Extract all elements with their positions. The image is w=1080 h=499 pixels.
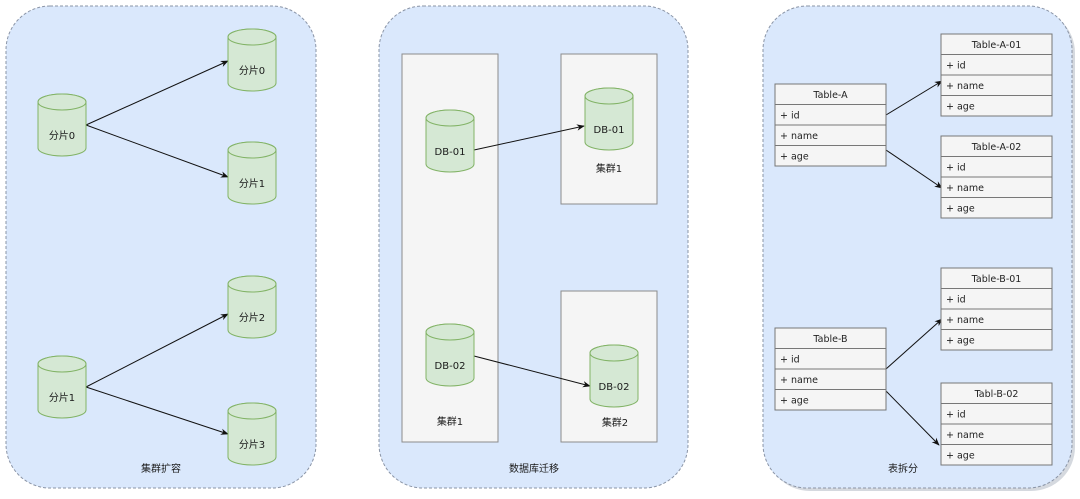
cylinder-top <box>37 93 87 111</box>
table-name: Table-A <box>812 90 848 101</box>
cylinder-label: DB-01 <box>435 147 466 158</box>
cylinder-label: 分片0 <box>49 129 75 142</box>
edge-shard1-to-shard2 <box>85 313 229 388</box>
cylinder-top <box>425 323 475 341</box>
table-field: + name <box>946 430 984 441</box>
table-field: + name <box>946 315 984 326</box>
table-field: + age <box>946 451 975 462</box>
edge-db02-migration <box>473 355 591 388</box>
panel-title: 数据库迁移 <box>509 462 559 475</box>
cylinder-shard2-target[interactable]: 分片2 <box>227 275 277 339</box>
cylinder-top <box>37 355 87 373</box>
cylinder-shard3-target[interactable]: 分片3 <box>227 402 277 466</box>
cluster-label: 集群1 <box>437 415 463 428</box>
cylinder-shard1-source[interactable]: 分片1 <box>37 355 87 419</box>
cylinder-top <box>227 28 277 46</box>
panel-title: 集群扩容 <box>141 462 181 475</box>
cylinder-top <box>227 402 277 420</box>
table-field-row <box>774 145 887 167</box>
cylinder-top <box>227 275 277 293</box>
table-field: + name <box>780 375 818 386</box>
cylinder-label: DB-02 <box>599 382 630 393</box>
cylinder-top <box>584 87 634 105</box>
table-field: + id <box>946 295 966 306</box>
cylinder-shard0-source[interactable]: 分片0 <box>37 93 87 157</box>
panel-title: 表拆分 <box>888 462 918 475</box>
cylinder-label: 分片0 <box>239 64 265 77</box>
table-field: + id <box>946 410 966 421</box>
table-field-row <box>940 197 1053 219</box>
cylinder-top <box>227 141 277 159</box>
table-b[interactable]: Table-B + id + name + age <box>774 327 887 411</box>
panel-database-migration: 集群1 集群1 集群2 DB-01 DB-02 DB-01 DB-02 数据库迁… <box>378 5 689 489</box>
cylinder-shard0-target[interactable]: 分片0 <box>227 28 277 92</box>
table-name: Table-B <box>812 334 847 345</box>
edge-table-a-to-a01 <box>885 80 943 116</box>
cylinder-label: 分片2 <box>239 311 265 324</box>
table-field: + name <box>946 183 984 194</box>
table-field: + id <box>946 163 966 174</box>
table-a[interactable]: Table-A + id + name + age <box>774 83 887 167</box>
edge-shard0-to-shard1 <box>85 124 229 178</box>
panel-cluster-expansion: 分片0 分片1 分片0 分片1 分片2 分片3 集群扩容 <box>5 5 317 489</box>
edge-table-b-to-b01 <box>885 318 943 370</box>
table-field: + id <box>780 355 800 366</box>
table-field: + age <box>780 396 809 407</box>
cylinder-db02-target[interactable]: DB-02 <box>589 344 639 408</box>
table-field: + name <box>780 131 818 142</box>
table-field-row <box>774 389 887 411</box>
table-field: + id <box>946 61 966 72</box>
edge-shard0-to-shard0 <box>85 60 229 126</box>
table-b-01[interactable]: Table-B-01 + id + name + age <box>940 267 1053 351</box>
table-field: + age <box>946 204 975 215</box>
cylinder-label: DB-02 <box>435 361 466 372</box>
edge-table-b-to-b02 <box>885 390 940 446</box>
cylinder-label: 分片3 <box>239 438 265 451</box>
panel-table-split: Table-A + id + name + age Table-A-01 + id + n… <box>762 5 1075 491</box>
edge-table-a-to-a02 <box>885 149 943 189</box>
cluster-label: 集群1 <box>596 162 622 175</box>
cylinder-top <box>425 109 475 127</box>
table-field: + name <box>946 81 984 92</box>
table-field: + age <box>946 102 975 113</box>
table-field-row <box>940 329 1053 351</box>
table-name: Tabl-B-02 <box>974 389 1019 400</box>
table-name: Table-A-01 <box>971 40 1022 51</box>
cylinder-shard1-target[interactable]: 分片1 <box>227 141 277 205</box>
edge-db01-migration <box>473 124 585 151</box>
cylinder-label: 分片1 <box>49 391 75 404</box>
table-field: + age <box>946 336 975 347</box>
cylinder-label: 分片1 <box>239 177 265 190</box>
table-field-row <box>940 444 1053 466</box>
table-name: Table-B-01 <box>971 274 1022 285</box>
cluster-label: 集群2 <box>602 416 628 429</box>
table-a-02[interactable]: Table-A-02 + id + name + age <box>940 135 1053 219</box>
table-field: + id <box>780 111 800 122</box>
cylinder-db01-target[interactable]: DB-01 <box>584 87 634 151</box>
table-name: Table-A-02 <box>971 142 1022 153</box>
table-a-01[interactable]: Table-A-01 + id + name + age <box>940 33 1053 117</box>
table-field-row <box>940 95 1053 117</box>
table-field: + age <box>780 152 809 163</box>
cylinder-label: DB-01 <box>594 125 625 136</box>
edge-shard1-to-shard3 <box>85 386 229 435</box>
cylinder-db01-source[interactable]: DB-01 <box>425 109 475 173</box>
cylinder-db02-source[interactable]: DB-02 <box>425 323 475 387</box>
table-b-02[interactable]: Tabl-B-02 + id + name + age <box>940 382 1053 466</box>
cylinder-top <box>589 344 639 362</box>
